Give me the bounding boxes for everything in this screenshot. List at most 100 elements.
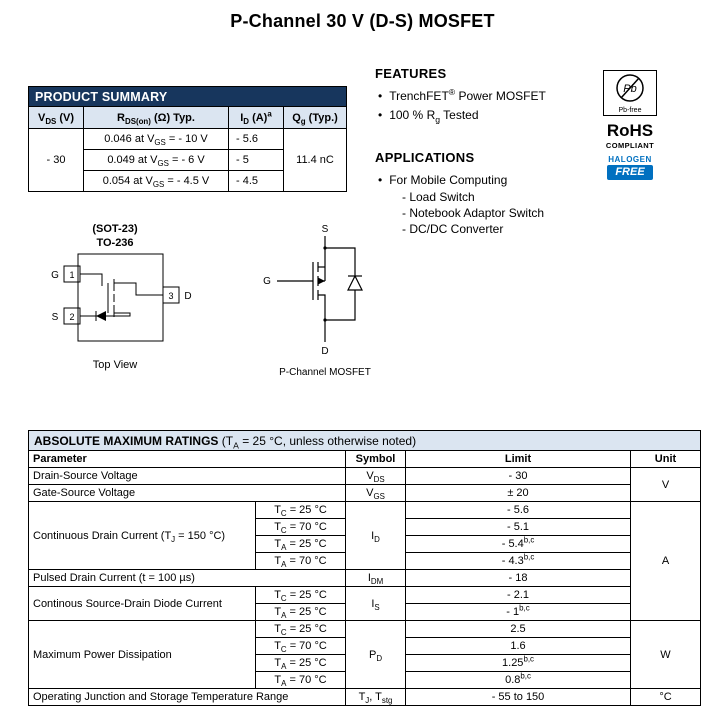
unit-cell: W <box>630 620 701 689</box>
param-cell: Operating Junction and Storage Temperatu… <box>28 688 346 706</box>
applications-section: APPLICATIONS • For Mobile Computing - Lo… <box>375 150 605 236</box>
application-subitem: - Notebook Adaptor Switch <box>402 206 545 220</box>
pin-1-number: 1 <box>69 270 74 280</box>
col-header-rds: RDS(on) (Ω) Typ. <box>83 106 229 129</box>
limit-cell: ± 20 <box>405 484 631 502</box>
table-row: Continous Source-Drain Diode Current TC … <box>28 586 701 621</box>
rds-cell: 0.046 at VGS = - 10 V <box>83 128 229 150</box>
bullet-icon: • <box>378 89 383 103</box>
symbol-cell: PD <box>345 620 406 689</box>
symbol-cell: VDS <box>345 467 406 485</box>
condition-cell: TC = 70 °C <box>255 518 346 536</box>
table-row: Pulsed Drain Current (t = 100 µs) IDM - … <box>28 569 701 587</box>
limit-cell: 1.6 <box>405 637 631 655</box>
table-row: Drain-Source Voltage VDS - 30 V <box>28 467 701 502</box>
id-cell: - 5 <box>228 149 284 171</box>
qg-value-cell: 11.4 nC <box>283 128 347 192</box>
condition-cell: TA = 70 °C <box>255 552 346 570</box>
amr-header-symbol: Symbol <box>345 450 406 468</box>
vds-value-cell: - 30 <box>28 128 84 192</box>
channel-arrow <box>318 277 325 285</box>
amr-title: ABSOLUTE MAXIMUM RATINGS (TA = 25 °C, un… <box>28 430 701 451</box>
condition-cell: TA = 25 °C <box>255 535 346 553</box>
id-cell: - 5.6 <box>228 128 284 150</box>
table-row: Gate-Source Voltage VGS ± 20 <box>28 484 701 502</box>
amr-title-bold: ABSOLUTE MAXIMUM RATINGS <box>34 433 219 448</box>
pb-strike-line <box>620 77 640 99</box>
table-row: PRODUCT SUMMARY <box>28 86 347 107</box>
pin-d-label: D <box>184 291 191 302</box>
condition-cell: TC = 25 °C <box>255 501 346 519</box>
condition-cell: TA = 25 °C <box>255 654 346 672</box>
condition-cell: TA = 70 °C <box>255 671 346 689</box>
page-title: P-Channel 30 V (D-S) MOSFET <box>230 11 495 31</box>
amr-title-rest: (TA = 25 °C, unless otherwise noted) <box>218 433 417 450</box>
condition-cell: TC = 25 °C <box>255 586 346 604</box>
halogen-free-badge: FREE <box>607 165 653 180</box>
table-row: VDS (V) RDS(on) (Ω) Typ. ID (A)a Qg (Typ… <box>28 106 347 129</box>
symbol-cell: ID <box>345 501 406 570</box>
pin-g-label: G <box>51 270 59 281</box>
pb-circle <box>616 74 644 102</box>
gate-wire <box>80 273 103 286</box>
drain-terminal-wire <box>318 294 326 342</box>
package-top-view-diagram: G S D 1 2 3 <box>51 253 192 342</box>
feature-item: • TrenchFET® Power MOSFET <box>378 88 595 104</box>
param-cell: Continous Source-Drain Diode Current <box>28 586 256 621</box>
schematic-section: S G D P-Channel MOSFET <box>255 222 395 378</box>
drain-label: D <box>321 346 328 357</box>
pb-free-logo: Pb Pb-free <box>603 70 657 116</box>
absolute-maximum-ratings-table: ABSOLUTE MAXIMUM RATINGS (TA = 25 °C, un… <box>28 430 701 706</box>
amr-header-limit: Limit <box>405 450 631 468</box>
compliance-badges: Pb Pb-free RoHS COMPLIANT HALOGEN FREE <box>601 70 659 180</box>
limit-cell: - 2.1 <box>405 586 631 604</box>
bullet-icon: • <box>378 108 383 122</box>
table-row: ABSOLUTE MAXIMUM RATINGS (TA = 25 °C, un… <box>28 430 701 451</box>
application-subitem: - DC/DC Converter <box>402 222 504 236</box>
amr-header-parameter: Parameter <box>28 450 346 468</box>
application-item: • For Mobile Computing <box>378 173 605 188</box>
symbol-cell: VGS <box>345 484 406 502</box>
table-row: TA = 70 °C - 4.3b,c <box>29 552 701 570</box>
col-header-qg: Qg (Typ.) <box>283 106 347 129</box>
package-caption: Top View <box>92 359 138 371</box>
limit-cell: - 4.3b,c <box>405 552 631 570</box>
schematic-caption: P-Channel MOSFET <box>279 367 371 378</box>
gate-label: G <box>263 276 271 287</box>
condition-cell: TC = 70 °C <box>255 637 346 655</box>
table-row: 0.049 at VGS = - 6 V - 5 <box>29 149 347 171</box>
feature-item: • 100 % Rg Tested <box>378 108 595 124</box>
limit-cell: - 18 <box>405 569 631 587</box>
table-row: Continuous Drain Current (TJ = 150 °C) T… <box>28 501 701 621</box>
junction-dot <box>323 246 327 250</box>
limit-cell: 1.25b,c <box>405 654 631 672</box>
pb-free-icon: Pb <box>616 74 644 102</box>
table-row: 0.054 at VGS = - 4.5 V - 4.5 <box>29 170 347 192</box>
unit-cell: V <box>630 467 701 502</box>
pb-free-label: Pb-free <box>618 107 642 114</box>
param-cell: Continuous Drain Current (TJ = 150 °C) <box>28 501 256 570</box>
limit-cell: - 5.1 <box>405 518 631 536</box>
unit-cell: °C <box>630 688 701 706</box>
limit-cell: - 55 to 150 <box>405 688 631 706</box>
features-title: FEATURES <box>375 66 447 81</box>
table-row: Operating Junction and Storage Temperatu… <box>28 688 701 706</box>
package-diagram-section: (SOT-23) TO-236 G S D 1 2 3 Top Vie <box>30 222 200 371</box>
limit-cell: - 5.4b,c <box>405 535 631 553</box>
param-cell: Drain-Source Voltage <box>28 467 346 485</box>
pin-s-label: S <box>52 312 59 323</box>
pin-2-number: 2 <box>69 312 74 322</box>
param-cell: Pulsed Drain Current (t = 100 µs) <box>28 569 346 587</box>
limit-cell: 2.5 <box>405 620 631 638</box>
rohs-label: RoHS <box>606 121 654 140</box>
unit-cell: A <box>630 501 701 621</box>
body-diode-branch <box>325 247 356 321</box>
product-summary-title: PRODUCT SUMMARY <box>28 86 347 107</box>
features-section: FEATURES • TrenchFET® Power MOSFET • 100… <box>375 66 595 124</box>
table-row: TC = 70 °C 1.6 <box>29 637 701 655</box>
symbol-cell: IS <box>345 586 406 621</box>
pin-3-number: 3 <box>168 291 173 301</box>
rds-cell: 0.054 at VGS = - 4.5 V <box>83 170 229 192</box>
application-text: For Mobile Computing <box>389 173 508 187</box>
